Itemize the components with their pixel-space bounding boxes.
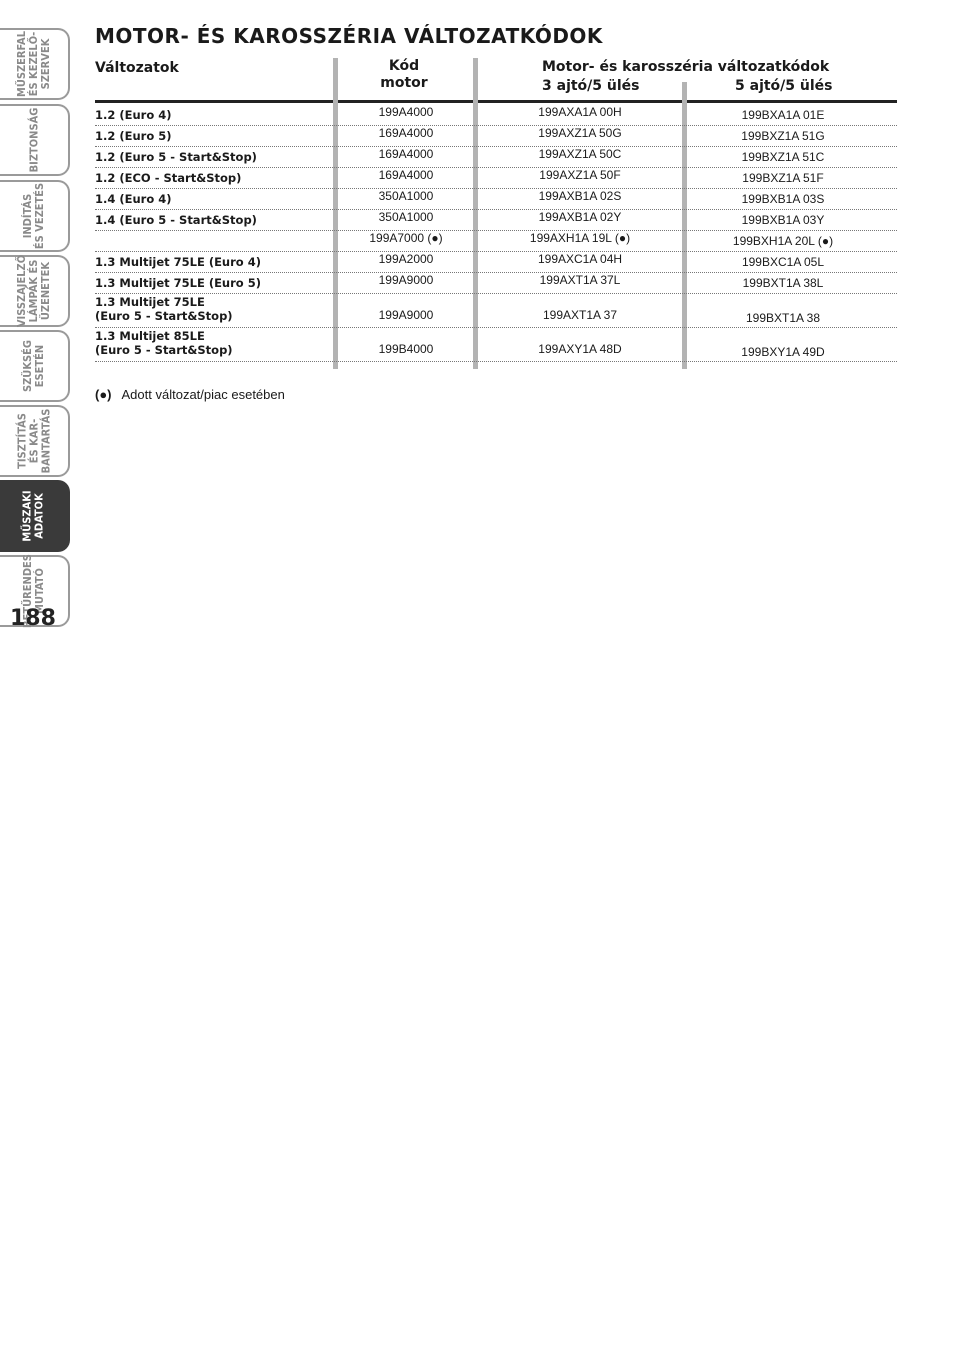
engine-code-cell: 199A4000 [378, 105, 434, 119]
variant-cell: 1.2 (Euro 5) [95, 129, 172, 143]
code-3-door-cell: 199AXH1A 19L (●) [529, 231, 631, 245]
code-3-door-cell: 199AXY1A 48D [538, 342, 622, 356]
header-body-codes: Motor- és karosszéria változatkódok [542, 59, 830, 75]
code-3-door-cell: 199AXB1A 02S [538, 189, 622, 203]
column-separator [682, 82, 687, 369]
code-3-door-cell: 199AXZ1A 50F [539, 168, 621, 182]
code-3-door-cell: 199AXB1A 02Y [538, 210, 622, 224]
code-5-door-cell: 199BXZ1A 51F [742, 171, 824, 185]
code-5-door-cell: 199BXB1A 03S [741, 192, 825, 206]
code-5-door-cell: 199BXT1A 38 [745, 311, 821, 325]
code-3-door-cell: 199AXC1A 04H [537, 252, 623, 266]
code-5-door-cell: 199BXC1A 05L [741, 255, 825, 269]
table-row: 1.3 Multijet 75LE (Euro 4) 199A2000 199AXC… [95, 251, 897, 273]
code-5-door-cell: 199BXY1A 49D [741, 345, 825, 359]
variant-cell: 1.3 Multijet 75LE (Euro 5 - Start&Stop) [95, 295, 233, 323]
header-5-door: 5 ajtó/5 ülés [735, 78, 833, 94]
table-row: 1.4 (Euro 5 - Start&Stop) 350A1000 199AXB1… [95, 209, 897, 231]
tab-label: TISZTÍTÁS ÉS KAR- BANTARTÁS [14, 408, 52, 474]
tab-label: MŰSZERFAL ÉS KEZELŐ- SZERVEK [14, 30, 52, 98]
engine-code-cell: 350A1000 [378, 189, 434, 203]
table-row: 1.4 (Euro 4) 350A1000 199AXB1A 02S 199BXB1A… [95, 188, 897, 210]
variant-cell: 1.3 Multijet 75LE (Euro 4) [95, 255, 261, 269]
tab-muszaki-adatok[interactable]: MŰSZAKI ADATOK [0, 480, 70, 552]
code-3-door-cell: 199AXT1A 37L [539, 273, 621, 287]
tab-biztonsag[interactable]: BIZTONSÁG [0, 104, 70, 176]
footnote-text: Adott változat/piac esetében [121, 387, 285, 402]
variant-cell: 1.2 (Euro 4) [95, 108, 172, 122]
tab-label: MŰSZAKI ADATOK [20, 490, 46, 542]
column-separator [333, 58, 338, 369]
engine-code-cell: 199A2000 [378, 252, 434, 266]
page-title: MOTOR- ÉS KAROSSZÉRIA VÁLTOZATKÓDOK [95, 24, 603, 48]
footnote: (●) Adott változat/piac esetében [95, 387, 285, 402]
engine-code-cell: 199B4000 [378, 342, 434, 356]
table-row: 1.3 Multijet 75LE (Euro 5) 199A9000 199AXT… [95, 272, 897, 294]
column-separator [473, 58, 478, 369]
page-number: 188 [10, 606, 56, 631]
table-row: 1.2 (Euro 5) 169A4000 199AXZ1A 50G 199BXZ1A… [95, 125, 897, 147]
table-row: 1.2 (ECO - Start&Stop) 169A4000 199AXZ1A 5… [95, 167, 897, 189]
header-variants: Változatok [95, 60, 179, 76]
tab-tisztitas[interactable]: TISZTÍTÁS ÉS KAR- BANTARTÁS [0, 405, 70, 477]
variant-cell: 1.3 Multijet 85LE (Euro 5 - Start&Stop) [95, 329, 233, 357]
engine-code-cell: 169A4000 [378, 147, 434, 161]
tab-visszajelzo[interactable]: VISSZAJELZŐ LÁMPÁK ÉS ÜZENETEK [0, 255, 70, 327]
header-engine-code: Kód motor [380, 58, 428, 91]
footnote-mark: (●) [95, 387, 112, 402]
tab-label: SZÜKSÉG ESETÉN [21, 339, 46, 393]
table-row: 199A7000 (●) 199AXH1A 19L (●) 199BXH1A 20L… [95, 230, 897, 252]
tab-label: INDÍTÁS ÉS VEZETÉS [21, 182, 46, 250]
engine-code-cell: 199A9000 [378, 273, 434, 287]
tab-szukseg[interactable]: SZÜKSÉG ESETÉN [0, 330, 70, 402]
variant-cell: 1.4 (Euro 4) [95, 192, 172, 206]
engine-code-cell: 350A1000 [378, 210, 434, 224]
code-3-door-cell: 199AXZ1A 50G [538, 126, 622, 140]
code-5-door-cell: 199BXT1A 38L [742, 276, 824, 290]
header-divider [95, 100, 897, 103]
engine-code-cell: 169A4000 [378, 168, 434, 182]
table-row: 1.3 Multijet 85LE (Euro 5 - Start&Stop) 1… [95, 327, 897, 362]
header-3-door: 3 ajtó/5 ülés [542, 78, 640, 94]
table-row: 1.2 (Euro 5 - Start&Stop) 169A4000 199AXZ1… [95, 146, 897, 168]
code-3-door-cell: 199AXA1A 00H [538, 105, 622, 119]
tab-inditas[interactable]: INDÍTÁS ÉS VEZETÉS [0, 180, 70, 252]
code-3-door-cell: 199AXT1A 37 [542, 308, 618, 322]
tab-beturendes[interactable]: BETŰRENDES MUTATÓ [0, 554, 70, 628]
engine-code-cell: 199A7000 (●) [369, 231, 443, 245]
code-5-door-cell: 199BXA1A 01E [741, 108, 825, 122]
tab-label: BIZTONSÁG [27, 107, 40, 173]
variant-cell: 1.2 (ECO - Start&Stop) [95, 171, 242, 185]
variant-cell: 1.2 (Euro 5 - Start&Stop) [95, 150, 257, 164]
code-5-door-cell: 199BXZ1A 51G [741, 129, 825, 143]
code-5-door-cell: 199BXZ1A 51C [741, 150, 825, 164]
code-5-door-cell: 199BXB1A 03Y [741, 213, 825, 227]
engine-code-cell: 199A9000 [378, 308, 434, 322]
engine-code-cell: 169A4000 [378, 126, 434, 140]
tab-label: VISSZAJELZŐ LÁMPÁK ÉS ÜZENETEK [15, 254, 52, 328]
table-row: 1.2 (Euro 4) 199A4000 199AXA1A 00H 199BXA1A… [95, 104, 897, 126]
table-row: 1.3 Multijet 75LE (Euro 5 - Start&Stop) 1… [95, 293, 897, 328]
code-5-door-cell: 199BXH1A 20L (●) [732, 234, 834, 248]
variant-cell: 1.3 Multijet 75LE (Euro 5) [95, 276, 261, 290]
variant-cell: 1.4 (Euro 5 - Start&Stop) [95, 213, 257, 227]
tab-muszerfal[interactable]: MŰSZERFAL ÉS KEZELŐ- SZERVEK [0, 28, 70, 100]
code-3-door-cell: 199AXZ1A 50C [538, 147, 622, 161]
